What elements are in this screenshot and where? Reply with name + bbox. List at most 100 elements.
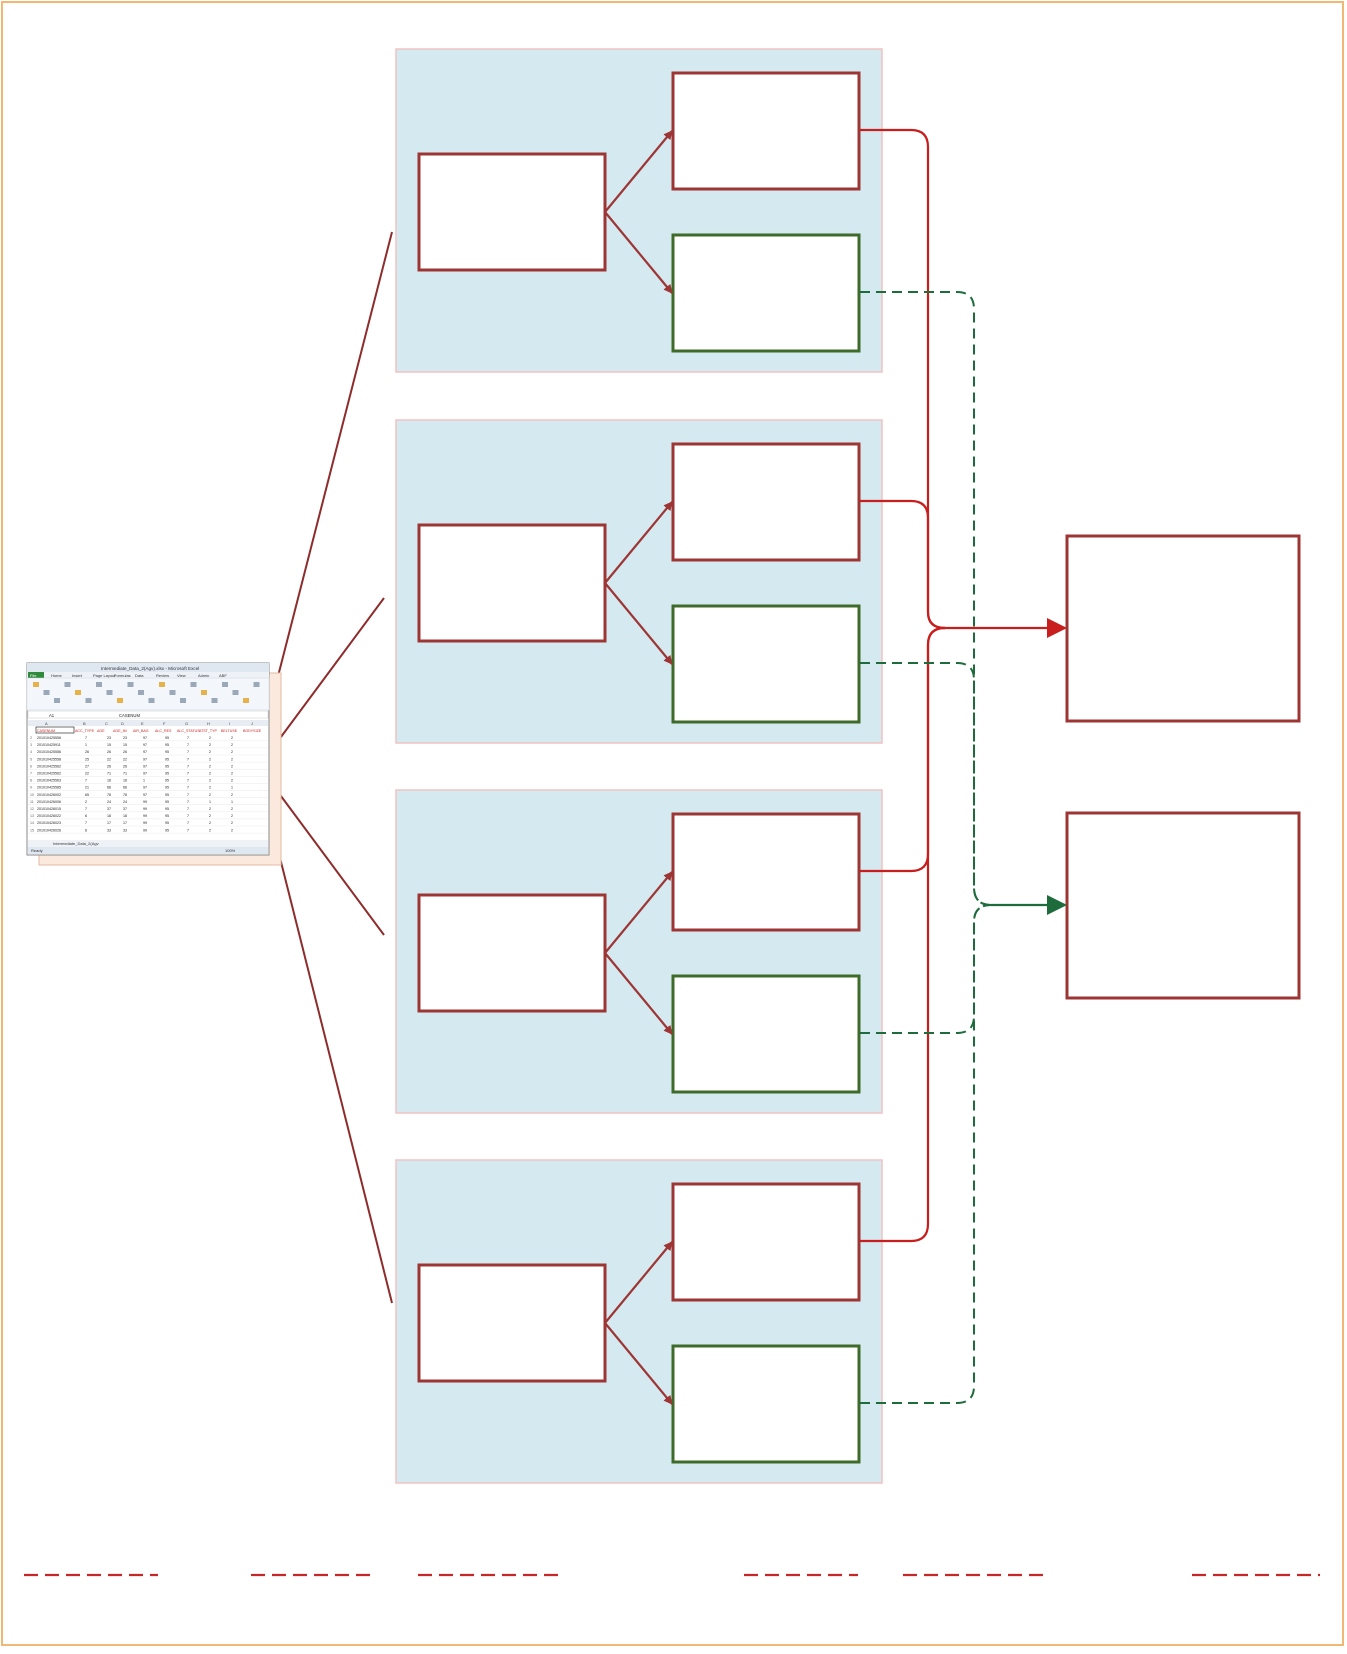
column-header[interactable]: ALC_RES <box>155 729 172 733</box>
table-cell[interactable]: 26 <box>107 764 111 768</box>
table-cell[interactable]: 201010426006 <box>37 800 61 804</box>
table-cell[interactable]: 21 <box>85 786 89 790</box>
ribbon-tool-icon[interactable] <box>138 690 144 695</box>
table-cell[interactable]: 201010426015 <box>37 807 61 811</box>
ribbon-tab[interactable]: View <box>177 673 186 678</box>
column-letter[interactable]: G <box>185 721 188 726</box>
active-cell[interactable] <box>35 726 75 734</box>
column-letter[interactable]: F <box>163 721 166 726</box>
table-cell[interactable]: 7 <box>85 736 87 740</box>
table-cell[interactable]: 2 <box>231 793 233 797</box>
table-cell[interactable]: 6 <box>85 828 87 832</box>
table-cell[interactable]: 99 <box>143 814 147 818</box>
table-cell[interactable]: 71 <box>107 772 111 776</box>
table-cell[interactable]: 2 <box>209 779 211 783</box>
table-cell[interactable]: 95 <box>165 750 169 754</box>
table-cell[interactable]: 2 <box>231 821 233 825</box>
table-cell[interactable]: 97 <box>143 736 147 740</box>
table-cell[interactable]: 76 <box>107 793 111 797</box>
table-cell[interactable]: 7 <box>85 779 87 783</box>
ribbon-tool-icon[interactable] <box>211 698 218 703</box>
ribbon-tool-icon[interactable] <box>232 690 239 695</box>
table-cell[interactable]: 95 <box>165 793 169 797</box>
table-cell[interactable]: 2 <box>209 772 211 776</box>
table-cell[interactable]: 2 <box>231 828 233 832</box>
table-cell[interactable]: 2 <box>209 814 211 818</box>
ribbon-tool-icon[interactable] <box>148 698 155 703</box>
column-header[interactable]: AGE_IM <box>113 729 127 733</box>
table-cell[interactable]: 95 <box>165 779 169 783</box>
row-number[interactable]: 3 <box>30 743 32 747</box>
row-number[interactable]: 10 <box>30 793 34 797</box>
table-cell[interactable]: 25 <box>85 757 89 761</box>
table-cell[interactable]: 95 <box>165 814 169 818</box>
column-letter[interactable]: D <box>121 721 124 726</box>
table-cell[interactable]: 17 <box>123 821 127 825</box>
table-cell[interactable]: 7 <box>187 800 189 804</box>
ribbon-tool-icon[interactable] <box>243 698 249 703</box>
ribbon-tool-icon[interactable] <box>64 682 71 687</box>
table-cell[interactable]: 97 <box>143 772 147 776</box>
row-number[interactable]: 11 <box>30 800 34 804</box>
ribbon-tool-icon[interactable] <box>117 698 123 703</box>
ribbon-tool-icon[interactable] <box>159 682 165 687</box>
ribbon-tool-icon[interactable] <box>54 698 60 703</box>
table-cell[interactable]: 33 <box>107 828 111 832</box>
table-cell[interactable]: 7 <box>187 814 189 818</box>
column-header[interactable]: ALC_STATUS <box>177 729 200 733</box>
table-cell[interactable]: 7 <box>187 764 189 768</box>
table-cell[interactable]: 97 <box>143 786 147 790</box>
table-cell[interactable]: 16 <box>107 779 111 783</box>
ribbon-tool-icon[interactable] <box>43 690 50 695</box>
row-number[interactable]: 13 <box>30 814 34 818</box>
table-cell[interactable]: 66 <box>107 786 111 790</box>
table-cell[interactable]: 1 <box>231 800 233 804</box>
table-cell[interactable]: 16 <box>123 779 127 783</box>
table-cell[interactable]: 15 <box>123 743 127 747</box>
table-cell[interactable]: 97 <box>143 743 147 747</box>
table-cell[interactable]: 2 <box>231 736 233 740</box>
table-cell[interactable]: 2 <box>231 757 233 761</box>
table-cell[interactable]: 201010425556 <box>37 750 61 754</box>
table-cell[interactable]: 24 <box>107 800 111 804</box>
ribbon-tab[interactable]: Formulas <box>114 673 131 678</box>
table-cell[interactable]: 7 <box>187 750 189 754</box>
table-cell[interactable]: 95 <box>165 821 169 825</box>
table-cell[interactable]: 201010425556 <box>37 736 61 740</box>
table-cell[interactable]: 7 <box>187 807 189 811</box>
table-cell[interactable]: 2 <box>209 750 211 754</box>
ribbon-tool-icon[interactable] <box>127 682 134 687</box>
zoom-level[interactable]: 100% <box>225 848 236 853</box>
table-cell[interactable]: 24 <box>123 800 127 804</box>
table-cell[interactable]: 2 <box>231 764 233 768</box>
table-cell[interactable]: 99 <box>143 828 147 832</box>
table-cell[interactable]: 15 <box>107 743 111 747</box>
table-cell[interactable]: 201010426026 <box>37 828 61 832</box>
table-cell[interactable]: 26 <box>107 750 111 754</box>
table-cell[interactable]: 2 <box>209 743 211 747</box>
table-cell[interactable]: 95 <box>165 743 169 747</box>
ribbon-tab[interactable]: Data <box>135 673 144 678</box>
column-header[interactable]: BELTUSE <box>221 729 238 733</box>
row-number[interactable]: 12 <box>30 807 34 811</box>
table-cell[interactable]: 201010426023 <box>37 821 61 825</box>
table-cell[interactable]: 201010425585 <box>37 786 61 790</box>
table-cell[interactable]: 76 <box>123 793 127 797</box>
table-cell[interactable]: 7 <box>187 743 189 747</box>
row-number[interactable]: 5 <box>30 757 32 761</box>
table-cell[interactable]: 71 <box>123 772 127 776</box>
ribbon-tool-icon[interactable] <box>106 690 113 695</box>
table-cell[interactable]: 66 <box>123 786 127 790</box>
table-cell[interactable]: 201010425562 <box>37 764 61 768</box>
table-cell[interactable]: 23 <box>107 736 111 740</box>
table-cell[interactable]: 17 <box>107 821 111 825</box>
ribbon-tab[interactable]: Page Layout <box>93 673 116 678</box>
table-cell[interactable]: 2 <box>209 736 211 740</box>
table-cell[interactable]: 95 <box>165 764 169 768</box>
sheet-tab[interactable]: Intermediate_Data_2(Agv <box>53 841 99 846</box>
table-cell[interactable]: 26 <box>123 764 127 768</box>
table-cell[interactable]: 7 <box>187 786 189 790</box>
cell-reference[interactable]: A1 <box>49 713 55 718</box>
row-number[interactable]: 8 <box>30 779 32 783</box>
formula-bar[interactable] <box>27 710 269 719</box>
